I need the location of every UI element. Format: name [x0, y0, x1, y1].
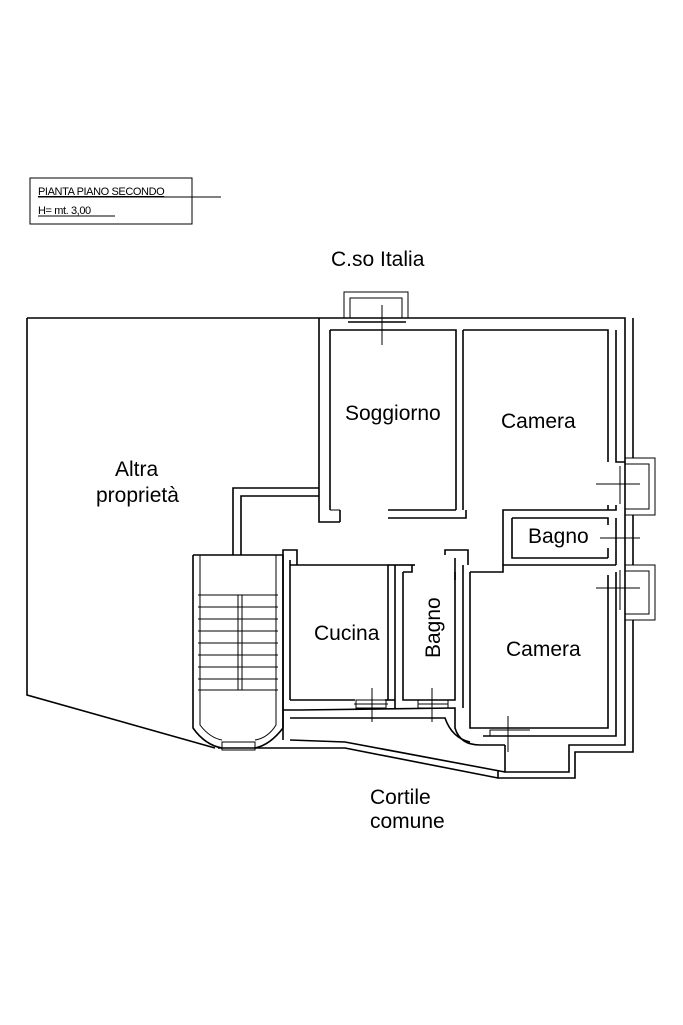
- bagno-center-label: Bagno: [422, 597, 445, 658]
- camera-top-label: Camera: [501, 410, 576, 433]
- title-line-1: PIANTA PIANO SECONDO: [38, 186, 165, 198]
- title-box: PIANTA PIANO SECONDO H= mt. 3,00: [29, 177, 221, 225]
- soggiorno-label: Soggiorno: [345, 402, 441, 425]
- camera-top-walls: [462, 329, 656, 518]
- corridor-walls: [232, 487, 469, 580]
- soggiorno-walls: [318, 318, 467, 523]
- other-property-label-line-1: Altra: [115, 458, 159, 481]
- camera-bottom-walls: [469, 564, 656, 752]
- courtyard-label-line-2: comune: [370, 810, 445, 833]
- staircase: [192, 554, 284, 751]
- outer-boundary: [26, 317, 634, 779]
- camera-bottom-label: Camera: [506, 638, 581, 661]
- bottom-passage-walls: [260, 707, 506, 779]
- other-property-label-line-2: proprietà: [96, 484, 179, 507]
- balcony-top: [343, 291, 409, 345]
- street-label: C.so Italia: [331, 248, 425, 271]
- title-line-2: H= mt. 3,00: [38, 205, 91, 217]
- bagno-right-label: Bagno: [528, 525, 589, 548]
- courtyard-label-line-1: Cortile: [370, 786, 431, 809]
- cucina-label: Cucina: [314, 622, 380, 645]
